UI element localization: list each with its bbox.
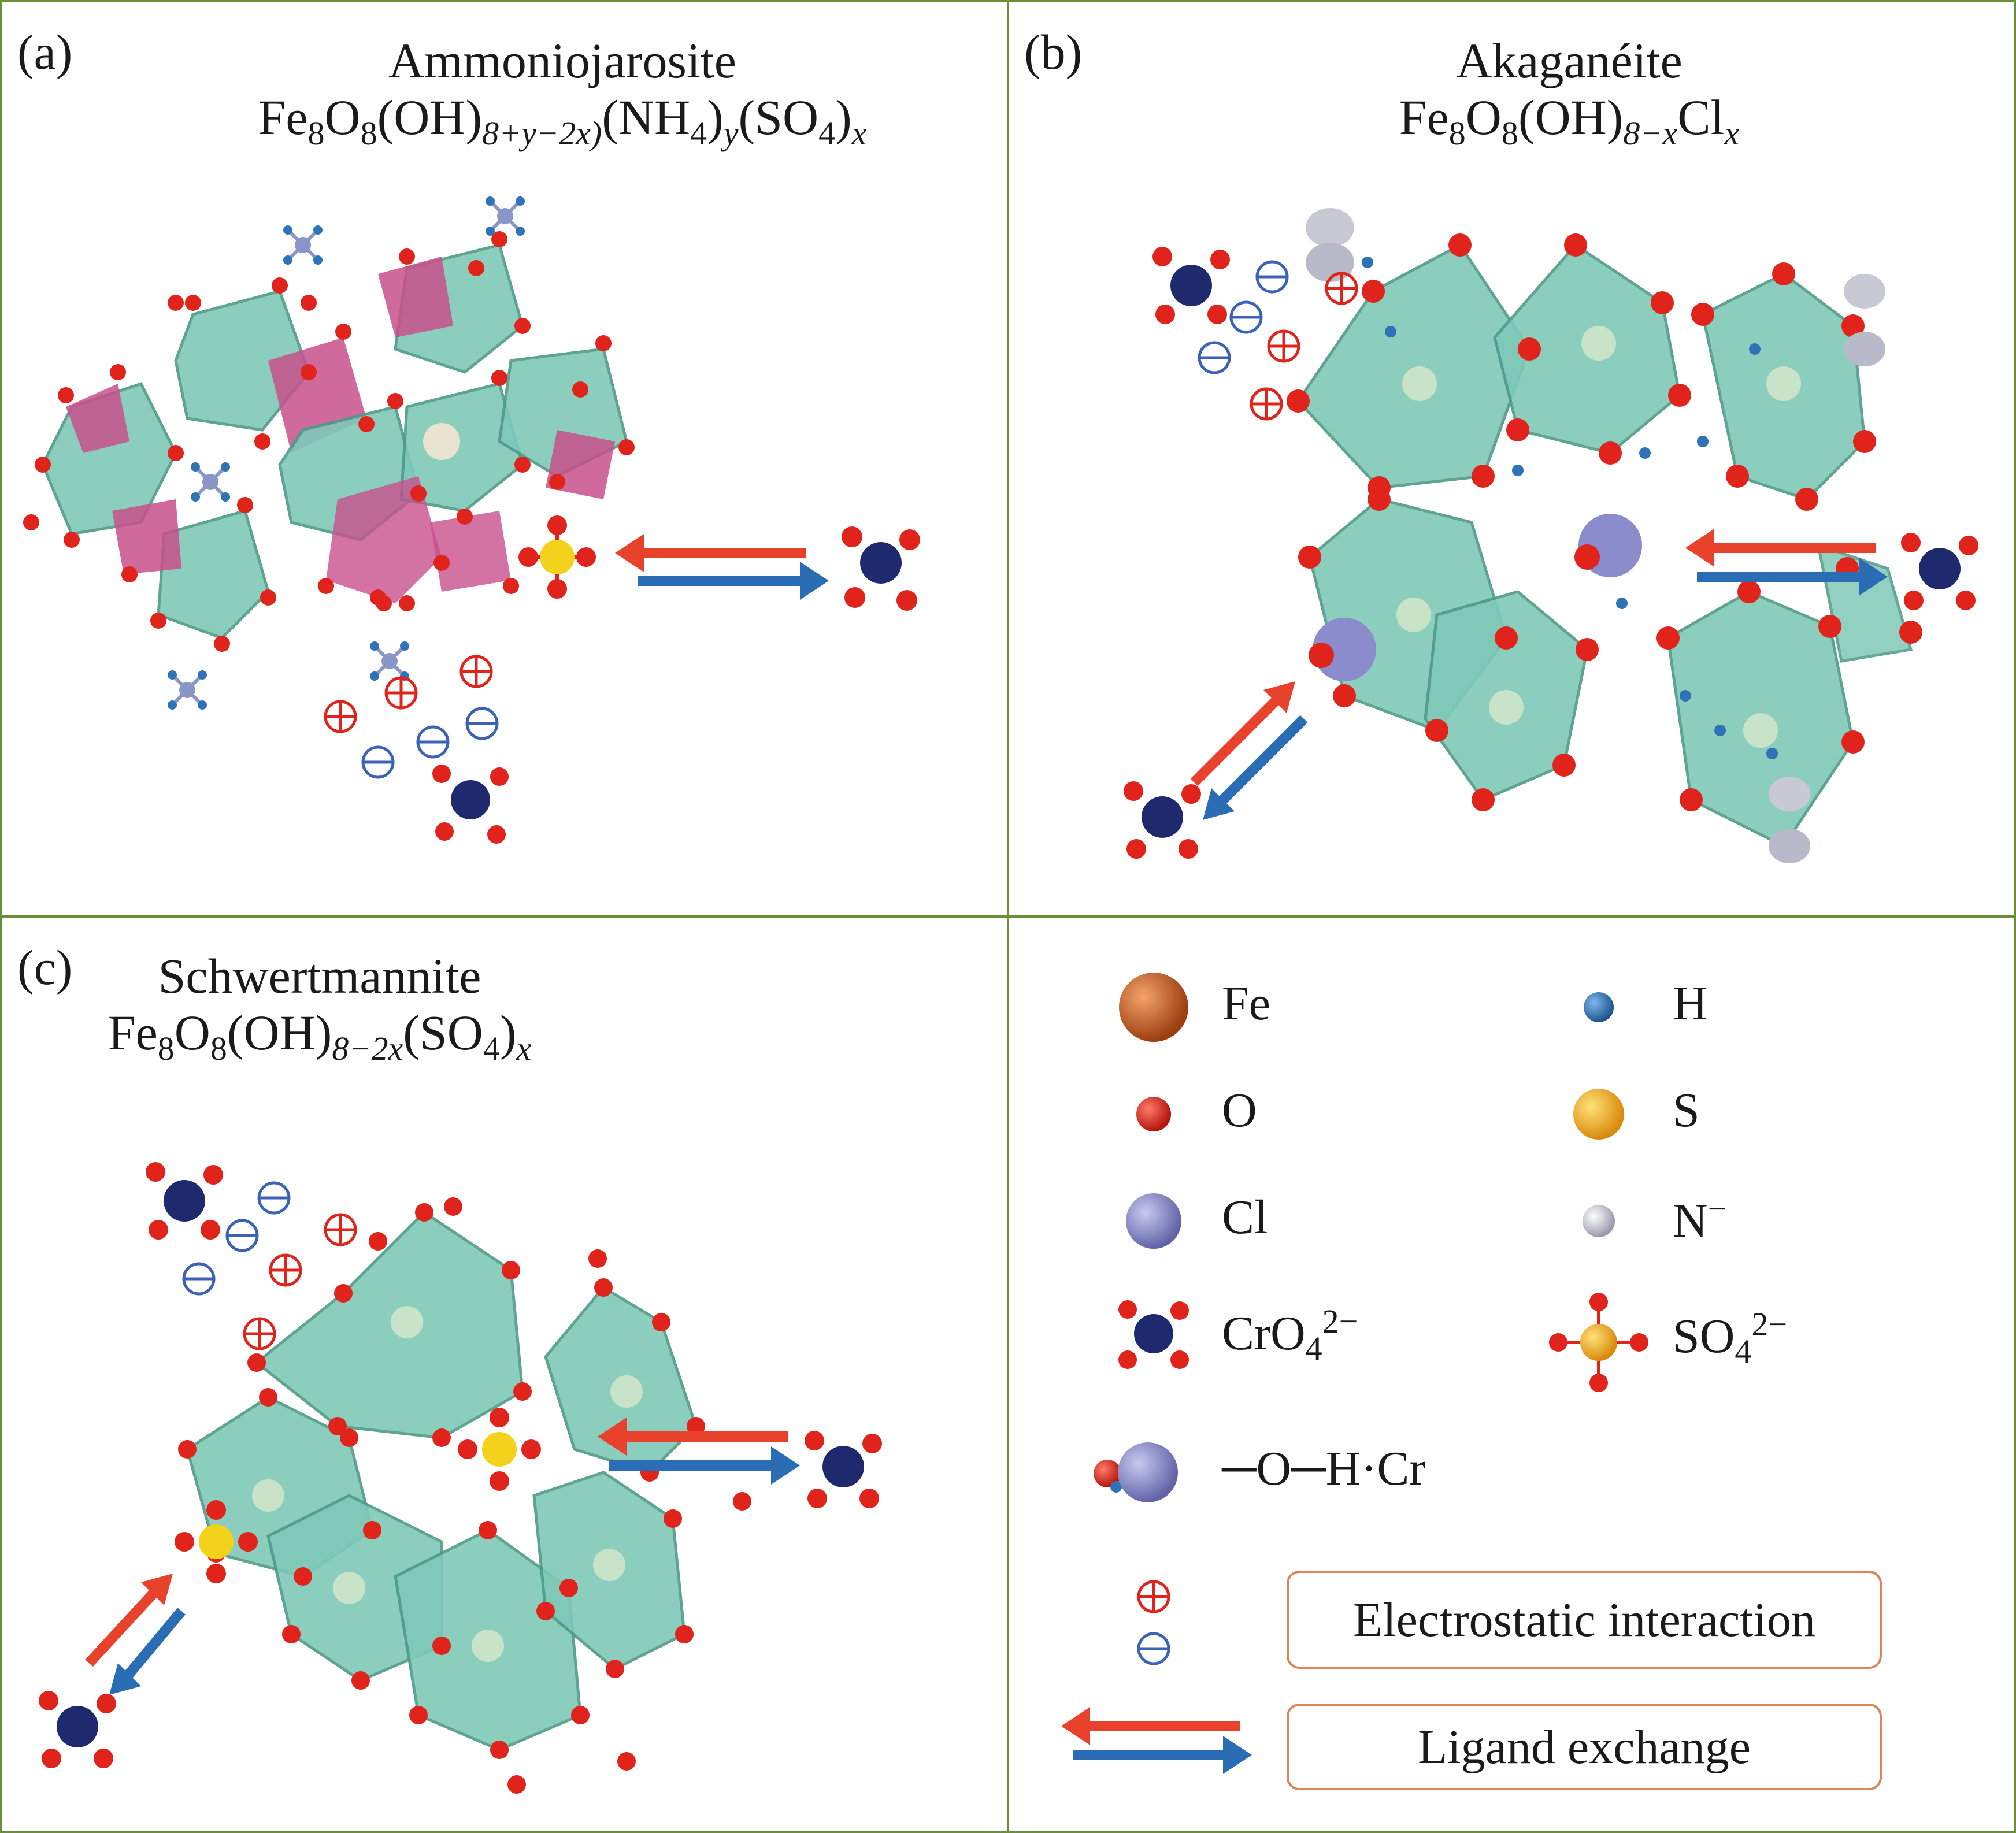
panel-a: (a) Ammoniojarosite Fe8O8(OH)8+y−2x)(NH4… [0,0,1009,918]
ligand-exchange-arrows-a [615,534,829,600]
panel-c-title: Schwertmannite Fe8O8(OH)8−2x(SO4)x [37,948,602,1077]
chromate-ion-c2 [39,1691,116,1768]
charge-symbols-c [182,1181,357,1350]
chromate-ion-b1 [1901,533,1978,610]
sulfate-ion-a [518,515,596,599]
ammoniojarosite-structure [41,243,628,640]
panel-b-formula: Fe8O8(OH)8−xClx [1399,90,1740,153]
ohcr-icon [1094,1442,1178,1502]
legend-electrostatic-box: Electrostatic interaction [1287,1571,1882,1669]
legend-s: S [1673,1084,1700,1137]
panel-c: (c) Schwertmannite Fe8O8(OH)8−2x(SO4)x [0,915,1009,1833]
chromate-ion-a2 [432,765,509,844]
panel-c-art [39,1162,882,1794]
legend-fe: Fe [1222,977,1270,1030]
legend-cl: Cl [1222,1190,1268,1244]
panel-a-art [23,196,920,844]
chromate-ion-c1 [805,1431,882,1508]
ligand-exchange-arrows-b2 [1190,681,1308,820]
legend-ohcr: ─O─H·Cr [1222,1442,1426,1496]
chromate-ion-b2 [1124,781,1201,859]
chromate-ion-c3 [146,1162,223,1240]
panel-c-mineral-name: Schwertmannite [158,948,481,1004]
electrostatic-charge-icon [1137,1580,1170,1665]
hydrogen-atom-icon [1584,992,1614,1022]
charge-symbols-b [1198,260,1358,421]
nitrogen-atom-icon [1583,1205,1615,1237]
panel-b-art [1124,208,1978,863]
oxygen-atoms-a [23,231,635,652]
schwertmannite-structure [186,1210,698,1752]
sulfate-icon [1549,1293,1648,1392]
ammonium-ions-a [168,196,525,710]
panel-c-label: (c) [17,940,73,995]
chromate-ion-b3 [1152,247,1230,324]
panel-b: (b) Akaganéite Fe8O8(OH)8−xClx [1007,0,2016,918]
panel-a-mineral-name: Ammoniojarosite [388,33,736,88]
legend-icons [1061,973,1648,1774]
oxygen-atom-icon [1136,1097,1171,1131]
ligand-exchange-arrows-c1 [598,1418,800,1485]
chlorine-atom-icon [1126,1193,1181,1249]
sulfate-ion-c2 [175,1500,258,1583]
sulfur-atom-icon [1573,1089,1624,1140]
panel-b-title: Akaganéite Fe8O8(OH)8−xClx [1159,32,1979,162]
chloride-sites-b [1309,514,1642,681]
panel-b-label: (b) [1024,24,1083,80]
chromate-icon [1118,1300,1189,1369]
oxygen-atoms-b [1287,233,1922,858]
iron-atom-icon [1119,973,1188,1042]
ligand-exchange-arrows-b1 [1685,529,1888,596]
legend-h: H [1673,977,1708,1030]
legend-so4: SO42− [1673,1305,1788,1370]
legend-panel: Fe O Cl CrO42− ─O─H·Cr H S N− SO42− Elec… [1007,915,2016,1833]
sulfate-ion-c1 [458,1408,541,1491]
legend-n: N− [1673,1190,1727,1248]
ligand-exchange-arrows-c2 [85,1574,186,1695]
panel-b-mineral-name: Akaganéite [1456,33,1683,88]
chromate-ion-a1 [842,526,920,611]
legend-ligand-box: Ligand exchange [1287,1704,1882,1790]
panel-a-title: Ammoniojarosite Fe8O8(OH)8+y−2x)(NH4)y(S… [153,32,972,162]
panel-a-label: (a) [17,24,73,80]
panel-a-formula: Fe8O8(OH)8+y−2x)(NH4)y(SO4)x [258,90,867,153]
hydroxyl-groups-b [1362,257,1778,759]
legend-o: O [1222,1084,1257,1137]
legend-cro4: CrO42− [1222,1303,1358,1367]
akaganeite-structure [1296,243,1913,848]
ligand-exchange-arrows-icon [1061,1707,1252,1774]
charge-symbols-a [324,655,499,779]
panel-c-formula: Fe8O8(OH)8−2x(SO4)x [108,1005,532,1068]
